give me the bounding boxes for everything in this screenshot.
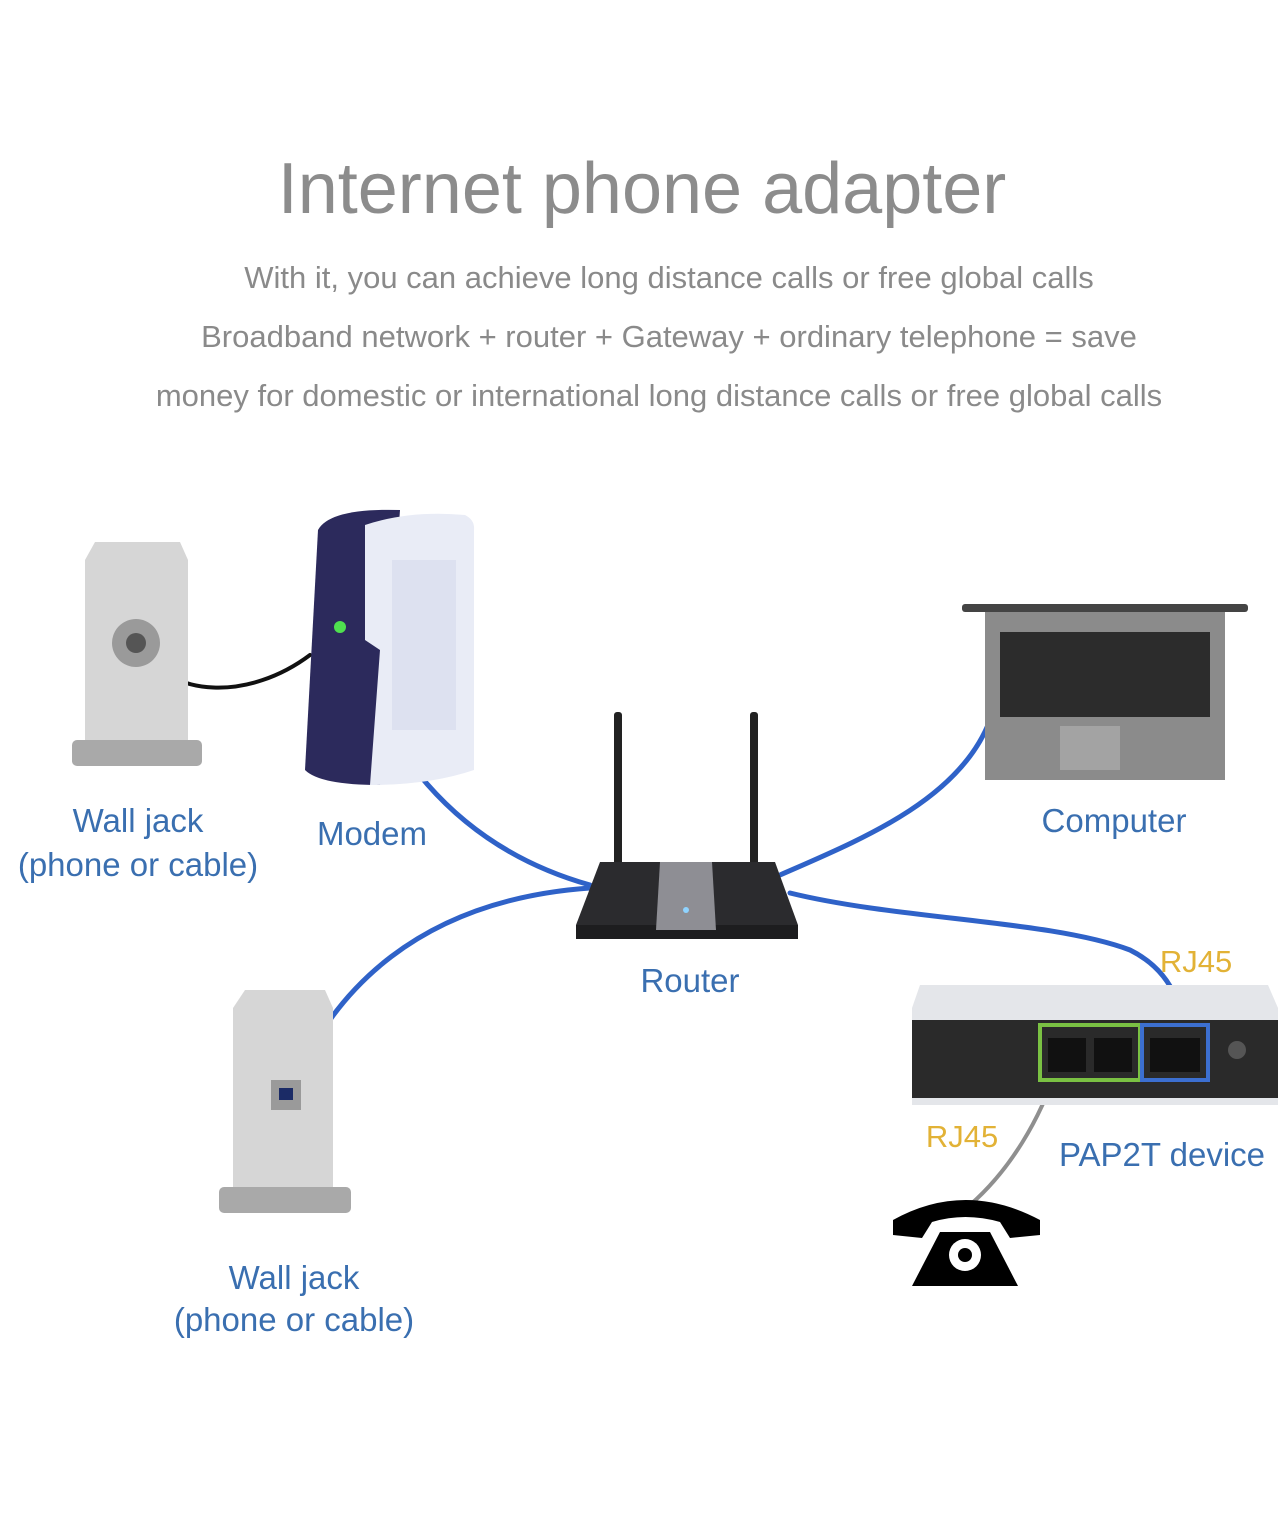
label-rj45-bottom: RJ45 xyxy=(926,1119,998,1154)
computer-icon xyxy=(962,604,1248,780)
label-router: Router xyxy=(640,962,739,999)
label-modem: Modem xyxy=(317,815,427,852)
wall-jack-bottom xyxy=(219,990,351,1213)
page-title: Internet phone adapter xyxy=(277,149,1007,229)
label-pap2t-device: PAP2T device xyxy=(1059,1136,1265,1173)
label-wall-jack-bottom-1: Wall jack xyxy=(229,1259,360,1296)
label-wall-jack-top-2: (phone or cable) xyxy=(18,846,258,883)
label-computer: Computer xyxy=(1042,802,1187,839)
label-rj45-top: RJ45 xyxy=(1160,944,1232,979)
pap2t-device-icon xyxy=(912,985,1278,1105)
label-wall-jack-bottom-2: (phone or cable) xyxy=(174,1301,414,1338)
computer-router-cable xyxy=(777,717,993,878)
telephone-icon xyxy=(893,1200,1040,1286)
subtitle-line-1: With it, you can achieve long distance c… xyxy=(244,260,1094,295)
subtitle-line-3: money for domestic or international long… xyxy=(155,378,1163,413)
wall-jack-top xyxy=(72,542,202,766)
subtitle-line-2: Broadband network + router + Gateway + o… xyxy=(201,319,1137,354)
router-icon xyxy=(576,712,798,939)
modem-icon xyxy=(305,509,475,785)
label-wall-jack-top-1: Wall jack xyxy=(73,802,204,839)
walljack-router-cable xyxy=(287,885,593,1098)
